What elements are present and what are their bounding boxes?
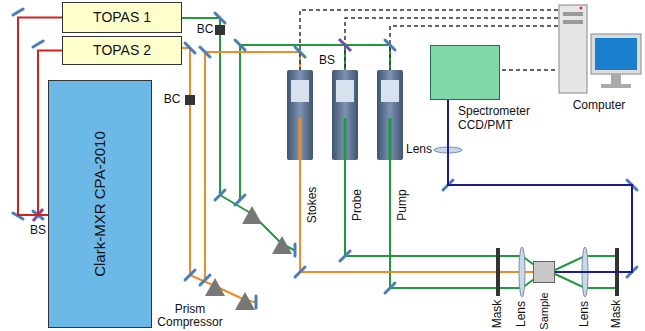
green-beam: [238, 45, 541, 288]
control-line: [300, 10, 558, 70]
spectrometer: Spectrometer CCD/PMT: [430, 45, 545, 140]
node-label: Spectrometer CCD/PMT: [458, 105, 543, 133]
mirrors: [13, 9, 637, 308]
laser-source: Clark-MXR CPA-2010: [48, 80, 152, 328]
prism: [205, 278, 225, 296]
beam-chopper: [185, 95, 195, 105]
part-label: Lens: [406, 143, 432, 156]
part-label: Mask: [610, 300, 623, 329]
control-line: [500, 69, 555, 71]
spectrometer-box: [430, 45, 500, 100]
part-label: BS: [30, 224, 46, 237]
beam-splitter: [339, 39, 351, 51]
part-label: BS: [319, 54, 335, 67]
shutters: [287, 70, 403, 160]
masks-lenses: [434, 147, 619, 297]
part-label: Stokes: [306, 187, 319, 224]
laser-box: TOPAS 2: [62, 36, 182, 65]
part-label: Pump: [396, 189, 409, 220]
node-label: Sample: [538, 292, 551, 329]
part-label: Mask: [491, 300, 504, 329]
part-label: BC: [164, 93, 181, 106]
part-label: Lens: [515, 301, 528, 327]
prism: [235, 292, 255, 310]
beam-chopper: [215, 25, 225, 35]
part-label: Probe: [351, 189, 364, 221]
computer: Computer: [555, 2, 643, 117]
part-label: Lens: [578, 301, 591, 327]
computer-icon: [555, 2, 643, 97]
beam-path: [448, 100, 632, 272]
prism: [272, 236, 292, 254]
part-label: BC: [197, 23, 214, 36]
node-label: TOPAS 1: [63, 3, 181, 26]
prism: [242, 206, 262, 224]
node-label: TOPAS 2: [63, 37, 181, 59]
laser-box: TOPAS 1: [62, 2, 182, 33]
part-label: Prism Compressor: [152, 303, 228, 329]
green-beam: [345, 45, 541, 270]
sample: Sample: [533, 261, 555, 283]
node-label: Clark-MXR CPA-2010: [91, 129, 108, 279]
node-label: Computer: [555, 99, 643, 113]
orange-beam: [182, 48, 255, 302]
